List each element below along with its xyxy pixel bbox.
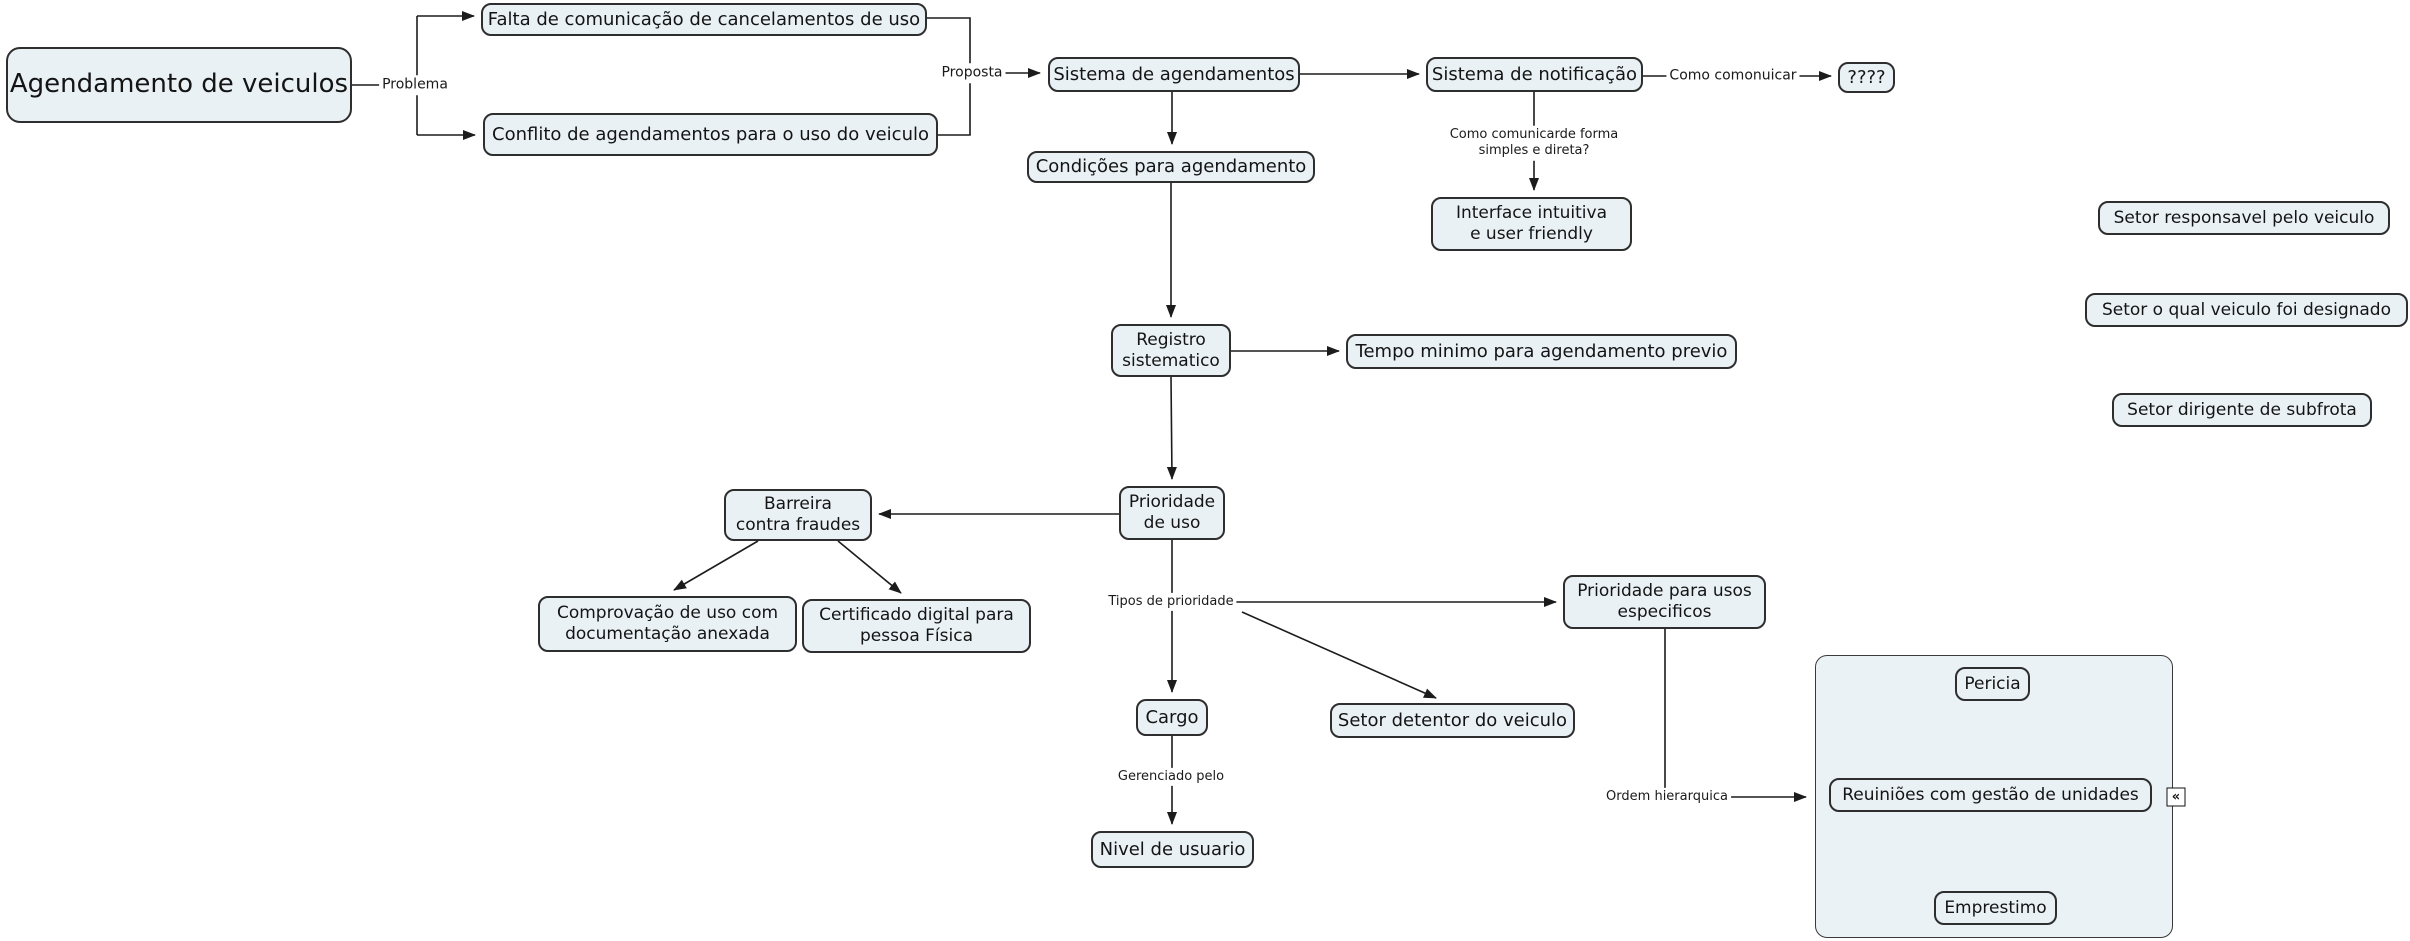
node-text-line: Setor responsavel pelo veiculo [2113, 207, 2375, 228]
node-text-line: Setor detentor do veiculo [1337, 709, 1568, 731]
connector-barreira-to-certificado [837, 540, 902, 594]
link-label-line: Gerenciado pelo [1117, 768, 1225, 784]
node-text-line: Tempo minimo para agendamento previo [1355, 340, 1728, 362]
node-text-line: Conflito de agendamentos para o uso do v… [492, 123, 929, 145]
node-text-line: especificos [1617, 602, 1712, 622]
node-text-line: documentação anexada [565, 624, 770, 644]
collapse-guillemet-icon[interactable]: « [2166, 787, 2186, 807]
node-conflito-de-agendamentos[interactable]: Conflito de agendamentos para o uso do v… [483, 113, 938, 156]
connector-tipos-to-setor-detentor [1241, 611, 1437, 699]
connector-conflito-to-proposta [938, 82, 971, 136]
node-setor-responsavel[interactable]: Setor responsavel pelo veiculo [2098, 201, 2390, 235]
node-text-line: Setor dirigente de subfrota [2127, 399, 2357, 420]
node-tempo-minimo[interactable]: Tempo minimo para agendamento previo [1346, 334, 1737, 369]
link-label-problema[interactable]: Problema [379, 75, 451, 95]
connector-usos-to-ordem-grupo [1664, 629, 1807, 802]
node-text-line: Prioridade [1128, 492, 1216, 513]
link-label-line: Problema [382, 76, 448, 93]
link-label-tipos-de-prioridade[interactable]: Tipos de prioridade [1105, 592, 1237, 612]
node-setor-detentor[interactable]: Setor detentor do veiculo [1330, 703, 1575, 738]
node-text-line: de uso [1143, 513, 1201, 533]
connector-registro-to-prioridade [1166, 376, 1177, 480]
node-text-line: Emprestimo [1944, 897, 2047, 918]
node-text-line: Certificado digital para [819, 605, 1014, 626]
link-label-line: Como comunicarde forma [1449, 126, 1619, 142]
link-label-line: Como comonuicar [1669, 67, 1797, 84]
node-text-line: contra fraudes [735, 515, 861, 535]
node-text-line: Sistema de agendamentos [1053, 63, 1295, 85]
node-falta-de-comunicacao[interactable]: Falta de comunicação de cancelamentos de… [481, 3, 927, 36]
node-nivel-de-usuario[interactable]: Nivel de usuario [1091, 831, 1254, 868]
link-label-gerenciado-pelo[interactable]: Gerenciado pelo [1114, 767, 1228, 787]
node-text-line: Agendamento de veiculos [9, 69, 349, 100]
link-label-proposta[interactable]: Proposta [938, 63, 1006, 83]
node-text-line: ???? [1847, 66, 1886, 88]
node-text-line: Interface intuitiva [1455, 203, 1608, 224]
node-text-line: Cargo [1145, 706, 1199, 728]
node-reunioes-gestao[interactable]: Reuiniões com gestão de unidades [1829, 778, 2152, 812]
link-label-line: Tipos de prioridade [1108, 593, 1234, 609]
node-text-line: Sistema de notificação [1431, 63, 1638, 85]
node-setor-designado[interactable]: Setor o qual veiculo foi designado [2085, 293, 2408, 327]
connector-falta-to-proposta [927, 17, 971, 66]
node-condicoes-para-agendamento[interactable]: Condições para agendamento [1027, 151, 1315, 183]
node-sistema-de-agendamentos[interactable]: Sistema de agendamentos [1048, 57, 1300, 92]
node-text-line: Comprovação de uso com [556, 603, 779, 624]
link-label-ordem-hierarquica[interactable]: Ordem hierarquica [1603, 787, 1731, 807]
node-emprestimo[interactable]: Emprestimo [1934, 891, 2057, 925]
node-text-line: Barreira [764, 494, 832, 515]
node-agendamento-de-veiculos[interactable]: Agendamento de veiculos [6, 47, 352, 123]
node-sistema-de-notificacao[interactable]: Sistema de notificação [1426, 57, 1643, 92]
node-text-line: pessoa Física [859, 626, 974, 646]
node-text-line: e user friendly [1470, 224, 1593, 244]
node-cargo[interactable]: Cargo [1136, 699, 1208, 736]
node-text-line: Registro [1136, 329, 1206, 350]
node-text-line: Condições para agendamento [1035, 156, 1307, 178]
connector-barreira-to-comprovacao [673, 540, 759, 591]
node-text-line: sistematico [1122, 350, 1220, 371]
link-label-line: Proposta [941, 64, 1003, 81]
node-text-line: Reuiniões com gestão de unidades [1842, 784, 2139, 805]
link-label-como-comonuicar[interactable]: Como comonuicar [1666, 66, 1800, 86]
node-text-line: Nivel de usuario [1099, 838, 1246, 860]
node-pericia[interactable]: Pericia [1955, 667, 2030, 701]
node-text-line: Falta de comunicação de cancelamentos de… [487, 8, 921, 30]
node-text-line: Setor o qual veiculo foi designado [2101, 299, 2392, 320]
node-text-line: Pericia [1964, 673, 2021, 694]
link-label-line: simples e direta? [1478, 143, 1590, 158]
link-label-line: Ordem hierarquica [1606, 788, 1728, 804]
node-text-line: Prioridade para usos [1577, 581, 1752, 602]
node-interrogacao[interactable]: ???? [1838, 62, 1895, 93]
node-setor-dirigente[interactable]: Setor dirigente de subfrota [2112, 393, 2372, 427]
